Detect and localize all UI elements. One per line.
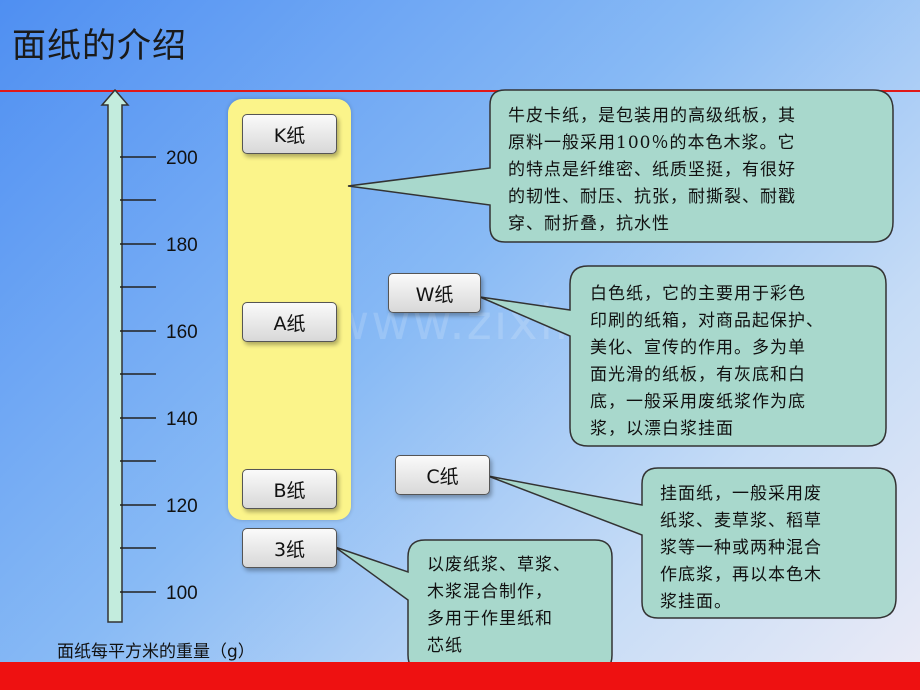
tick-label-140: 140 [166, 409, 198, 430]
scale-arrow [100, 88, 130, 623]
tag-b-paper: B纸 [242, 469, 337, 509]
tag-3-paper: 3纸 [242, 528, 337, 568]
callout-k-text: 牛皮卡纸，是包装用的高级纸板，其 原料一般采用100％的本色木浆。它 的特点是纤… [508, 106, 796, 234]
tag-k-paper: K纸 [242, 114, 337, 154]
tag-w-paper: W纸 [388, 273, 481, 313]
callout-w-bubble [479, 265, 887, 447]
slide-title: 面纸的介绍 [12, 26, 187, 66]
tick-label-160: 160 [166, 322, 198, 343]
tick-label-120: 120 [166, 496, 198, 517]
title-divider [0, 90, 920, 92]
tick-label-200: 200 [166, 148, 198, 169]
callout-w-text: 白色纸，它的主要用于彩色 印刷的纸箱，对商品起保护、 美化、宣传的作用。多为单 … [590, 284, 824, 439]
callout-c-bubble [487, 467, 897, 619]
tag-a-paper: A纸 [242, 302, 337, 342]
tag-c-paper: C纸 [395, 455, 490, 495]
callout-k-bubble [347, 89, 894, 243]
callout-c-text: 挂面纸，一般采用废 纸浆、麦草浆、稻草 浆等一种或两种混合 作底浆，再以本色木 … [660, 484, 822, 612]
callout-three-text: 以废纸浆、草浆、 木浆混合制作， 多用于作里纸和 芯纸 [427, 555, 571, 656]
tick-label-100: 100 [166, 583, 198, 604]
bottom-accent-bar [0, 662, 920, 690]
axis-caption: 面纸每平方米的重量（g） [57, 642, 255, 662]
tick-label-180: 180 [166, 235, 198, 256]
